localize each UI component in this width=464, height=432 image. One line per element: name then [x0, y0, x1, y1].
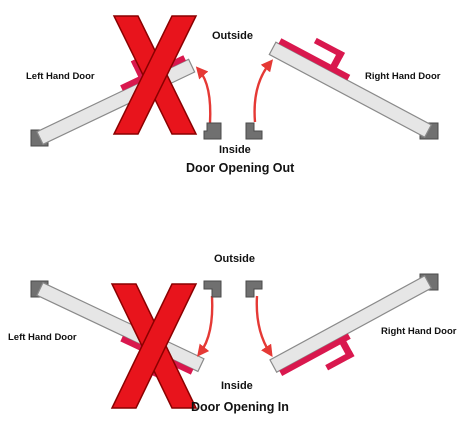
right-door-leaf-in [269, 275, 433, 373]
left-hand-door-in [30, 280, 222, 409]
door-opening-out-caption: Door Opening Out [186, 161, 295, 175]
right-hand-door-label-in: Right Hand Door [381, 326, 457, 337]
outside-label-in: Outside [214, 253, 255, 265]
left-hand-door-out [30, 15, 222, 147]
left-hand-door-label-out: Left Hand Door [26, 71, 95, 82]
left-door-strike-frame-out [203, 122, 222, 140]
right-hand-door-label-out: Right Hand Door [365, 71, 441, 82]
door-opening-in-diagram: Outside Inside Left Hand Door Right Hand… [8, 253, 457, 414]
right-hand-door-out [245, 37, 439, 140]
not-allowed-cross-icon [110, 283, 198, 409]
inside-label-out: Inside [219, 144, 251, 156]
inside-label-in: Inside [221, 380, 253, 392]
outside-label-out: Outside [212, 30, 253, 42]
right-door-handle-out [278, 37, 351, 81]
left-door-swing-arrow-out [195, 66, 212, 124]
left-door-swing-arrow-in [197, 295, 214, 357]
right-door-swing-arrow-in [255, 295, 273, 358]
right-door-hinge-frame-in [245, 280, 263, 298]
right-door-leaf-out [268, 41, 433, 138]
door-opening-out-diagram: Outside Inside Left Hand Door Right Hand… [26, 15, 441, 175]
right-door-hinge-frame-out [245, 122, 263, 140]
left-hand-door-label-in: Left Hand Door [8, 332, 77, 343]
right-door-swing-arrow-out [253, 59, 274, 123]
left-door-strike-frame-in [203, 280, 222, 298]
door-opening-in-caption: Door Opening In [191, 400, 289, 414]
right-hand-door-in [245, 273, 439, 376]
right-door-handle-in [279, 333, 355, 376]
not-allowed-cross-icon [112, 15, 198, 135]
